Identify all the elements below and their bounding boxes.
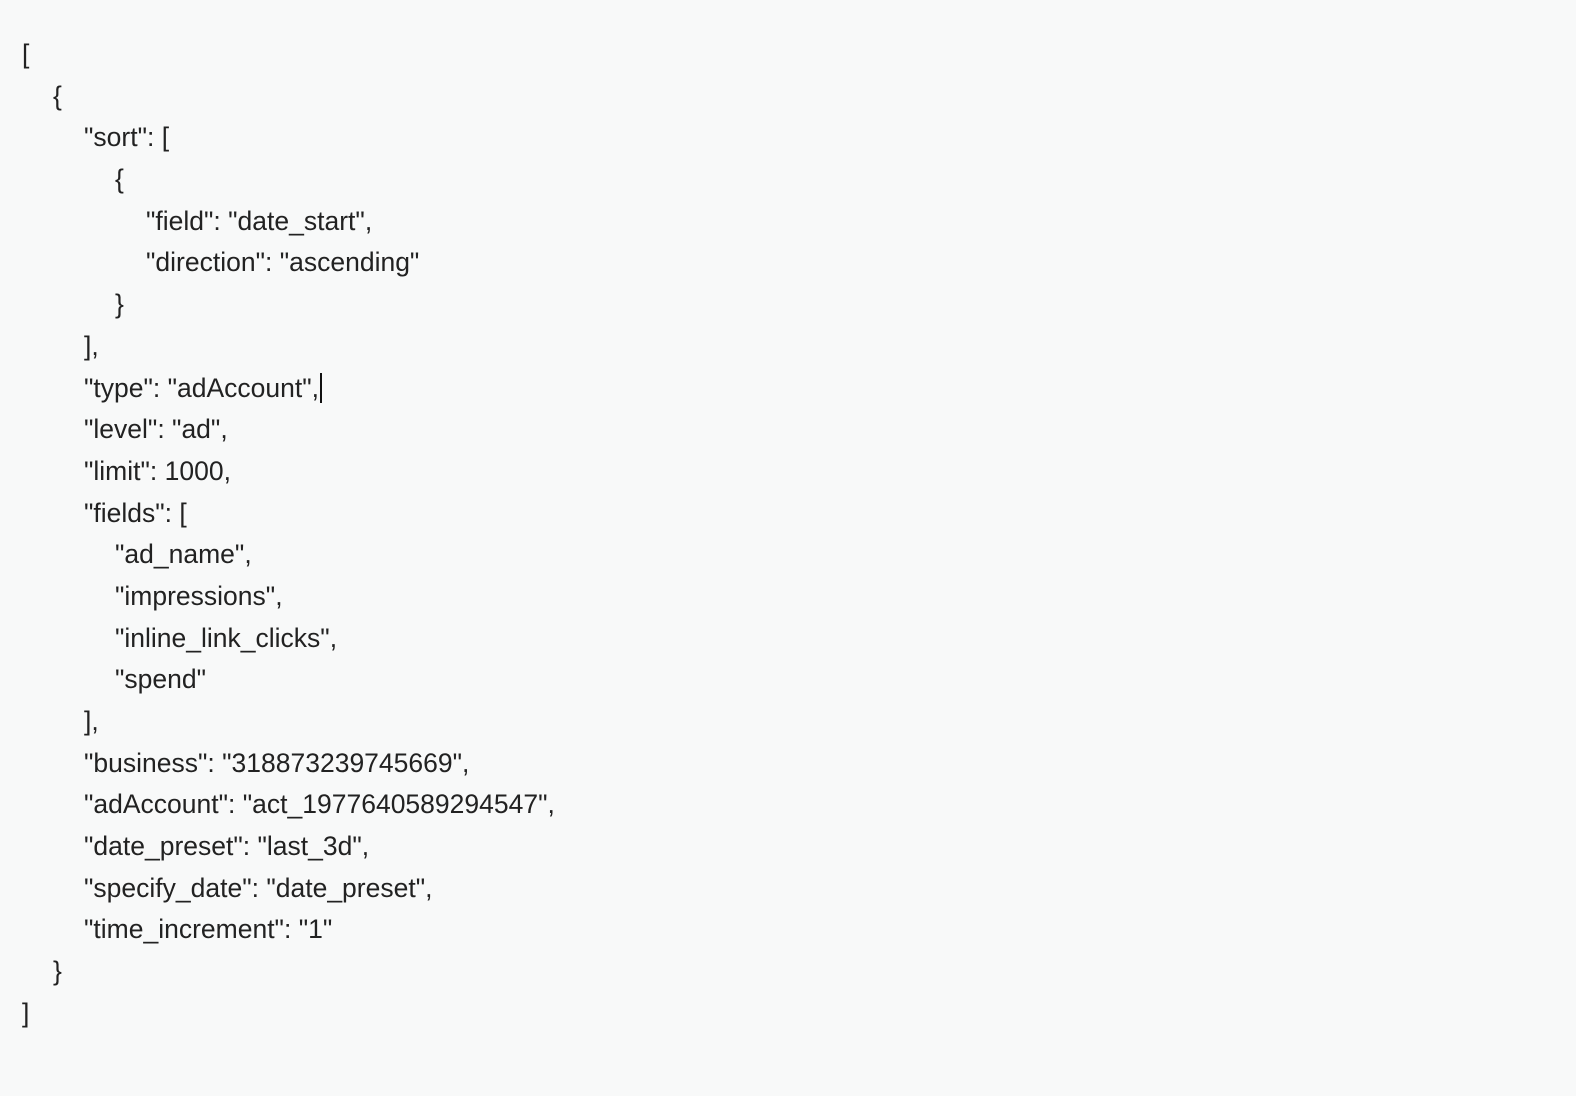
code-line-text: "level": "ad", (84, 414, 228, 445)
code-line-text: ], (84, 706, 99, 736)
code-line: ] (22, 993, 555, 1035)
code-line-text: "type": "adAccount", (84, 372, 320, 403)
code-line-text: "field": "date_start", (146, 205, 373, 236)
code-line-text: "inline_link_clicks", (115, 622, 338, 653)
code-lines: [ { "sort": [ { "field": "date_start", "direc… (22, 34, 555, 1035)
code-line: "field": "date_start", (22, 201, 555, 243)
code-line: "inline_link_clicks", (22, 618, 555, 660)
code-line-text: [ (22, 39, 30, 69)
code-line: "ad_name", (22, 534, 555, 576)
code-line-text: "sort": [ (84, 122, 170, 153)
code-line: "date_preset": "last_3d", (22, 826, 555, 868)
code-line: "time_increment": "1" (22, 909, 555, 951)
code-line: "type": "adAccount", (22, 368, 555, 410)
code-line-text: { (115, 164, 124, 195)
code-line: "adAccount": "act_1977640589294547", (22, 784, 555, 826)
code-line-text: "ad_name", (115, 539, 252, 570)
code-line-text: "impressions", (115, 580, 283, 611)
code-line: "impressions", (22, 576, 555, 618)
code-line-text: } (53, 956, 62, 987)
code-line: { (22, 159, 555, 201)
code-line-text: { (53, 80, 62, 111)
code-line-text: "time_increment": "1" (84, 914, 333, 945)
code-line-text: } (115, 289, 124, 320)
code-line-text: ], (84, 330, 99, 361)
code-line: ], (22, 326, 555, 368)
code-line: "specify_date": "date_preset", (22, 868, 555, 910)
code-line: "level": "ad", (22, 409, 555, 451)
code-line: "spend" (22, 659, 555, 701)
code-line: "business": "318873239745669", (22, 743, 555, 785)
code-line: ], (22, 701, 555, 743)
text-caret (320, 372, 323, 403)
code-line-text: ] (22, 997, 30, 1028)
code-line-text: "limit": 1000, (84, 455, 231, 486)
code-line: "fields": [ (22, 493, 555, 535)
code-line-text: "business": "318873239745669", (84, 747, 470, 778)
code-line-text: "direction": "ascending" (146, 247, 420, 278)
code-line: [ (22, 34, 555, 76)
code-line-text: "spend" (115, 664, 207, 695)
code-line-text: "fields": [ (84, 497, 187, 528)
code-line: } (22, 951, 555, 993)
code-line: "sort": [ (22, 117, 555, 159)
code-line-text: "date_preset": "last_3d", (84, 831, 370, 862)
code-line-text: "adAccount": "act_1977640589294547", (84, 789, 555, 820)
code-line: "limit": 1000, (22, 451, 555, 493)
code-line: } (22, 284, 555, 326)
code-line: { (22, 76, 555, 118)
code-line-text: "specify_date": "date_preset", (84, 872, 433, 903)
code-line: "direction": "ascending" (22, 242, 555, 284)
